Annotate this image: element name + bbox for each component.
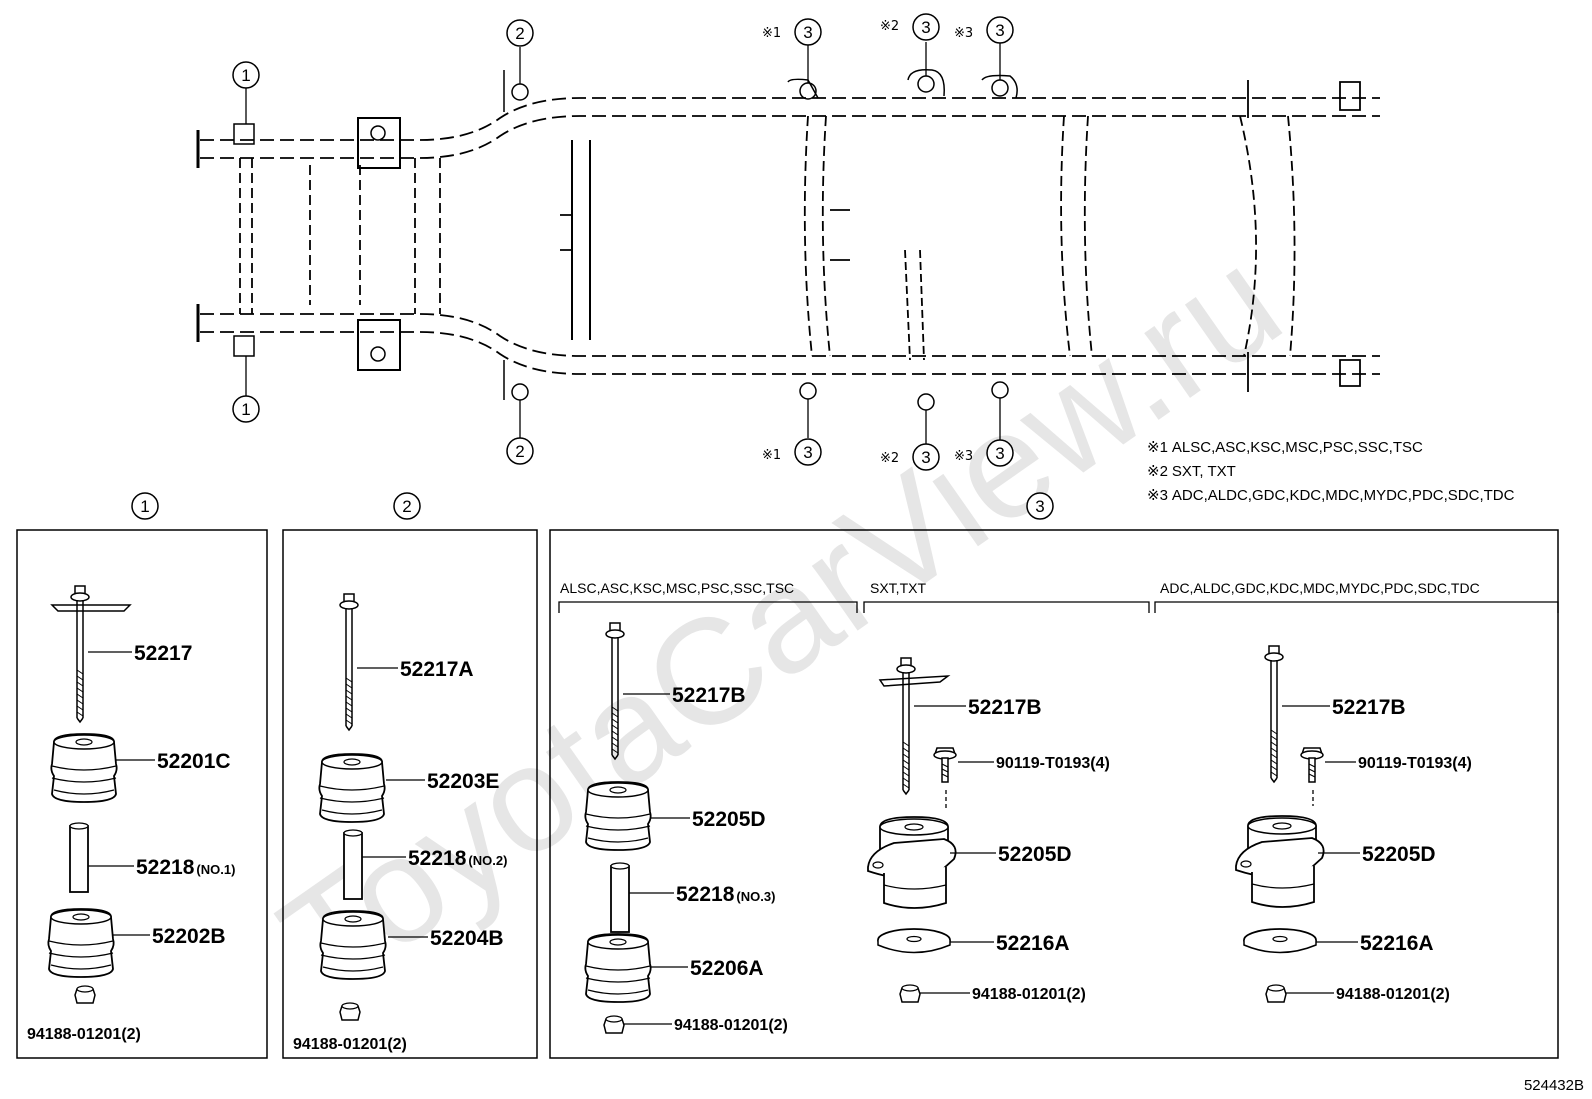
diagram-code: 524432B	[1524, 1077, 1584, 1094]
panel-3-group-b: 52217B 90119-T0193(4) 52205D 52216A 9418…	[867, 657, 1110, 1003]
panel-3-box	[549, 529, 1559, 1059]
legend-2-mark: ※2	[1147, 463, 1168, 480]
callout-3a-bottom-note: ※1	[762, 448, 781, 463]
sleeve-52218-no1	[69, 822, 89, 893]
bolt-52217B-c	[1264, 645, 1284, 783]
part-52217-label: 52217	[134, 642, 192, 665]
nut-94188-p2	[339, 1002, 361, 1021]
cushion-52205D-a	[584, 781, 652, 851]
callout-1-bottom	[232, 395, 260, 423]
part-52206A-label: 52206A	[690, 957, 764, 980]
bolt-52217A	[339, 593, 359, 731]
group-a-header: ALSC,ASC,KSC,MSC,PSC,SSC,TSC	[560, 580, 794, 596]
cushion-52202B	[47, 908, 115, 978]
bolt-90119-b	[933, 747, 957, 783]
part-94188-p1-label: 94188-01201(2)	[27, 1026, 141, 1043]
watermark: ToyotaCarView.ru	[252, 216, 1309, 1026]
washer-52216A-c	[1243, 928, 1317, 954]
callout-3a-bottom	[794, 438, 822, 466]
part-90119-c-label: 90119-T0193(4)	[1358, 755, 1472, 772]
cushion-52205D-c	[1235, 815, 1325, 908]
sleeve-52218-no2	[343, 829, 363, 900]
callout-3b-bottom-note: ※2	[880, 451, 899, 466]
callout-3a-top	[794, 18, 822, 46]
legend-3-text: ADC,ALDC,GDC,KDC,MDC,MYDC,PDC,SDC,TDC	[1172, 487, 1515, 504]
part-52205D-b-label: 52205D	[998, 843, 1072, 866]
part-52218-no1-label: 52218(NO.1)	[136, 856, 235, 879]
nut-94188-b	[899, 984, 921, 1003]
part-90119-b-label: 90119-T0193(4)	[996, 755, 1110, 772]
part-52202B-label: 52202B	[152, 925, 226, 948]
part-52201C-label: 52201C	[157, 750, 231, 773]
part-52204B-label: 52204B	[430, 927, 504, 950]
nut-94188-p1	[74, 985, 96, 1004]
part-94188-b-label: 94188-01201(2)	[972, 986, 1086, 1003]
cushion-52206A	[584, 933, 652, 1003]
frame-callouts: ※1 ※1 ※2 ※2 ※3 ※3	[232, 13, 1014, 471]
panel-1-callout	[131, 492, 159, 520]
callout-3c-bottom	[986, 439, 1014, 467]
part-94188-a-label: 94188-01201(2)	[674, 1017, 788, 1034]
part-94188-p2-label: 94188-01201(2)	[293, 1036, 407, 1053]
callout-3c-bottom-note: ※3	[954, 449, 973, 464]
part-52205D-a-label: 52205D	[692, 808, 766, 831]
callout-3b-bottom	[912, 443, 940, 471]
part-52217B-b-label: 52217B	[968, 696, 1042, 719]
part-52217B-c-label: 52217B	[1332, 696, 1406, 719]
bolt-90119-c	[1300, 747, 1324, 783]
part-52217A-label: 52217A	[400, 658, 474, 681]
callout-1-top	[232, 61, 260, 89]
panel-1: 52217 52201C 52218(NO.1) 52202B 94188-01…	[27, 585, 235, 1043]
cushion-52204B	[319, 910, 387, 980]
legend-1-mark: ※1	[1147, 439, 1168, 456]
panel-2-box	[282, 529, 538, 1059]
panel-3-group-a: 52217B 52205D 52218(NO.3) 52206A 94188-0…	[584, 622, 788, 1034]
callout-3b-top-note: ※2	[880, 19, 899, 34]
group-b-header: SXT,TXT	[870, 580, 926, 596]
legend-3-mark: ※3	[1147, 487, 1168, 504]
part-52203E-label: 52203E	[427, 770, 499, 793]
nut-94188-c	[1265, 984, 1287, 1003]
panel-3-group-c: 52217B 90119-T0193(4) 52205D 52216A 9418…	[1235, 645, 1472, 1003]
callout-3c-top	[986, 16, 1014, 44]
callout-3b-top	[912, 13, 940, 41]
part-52205D-c-label: 52205D	[1362, 843, 1436, 866]
callout-3c-top-note: ※3	[954, 26, 973, 41]
part-52218-no3-label: 52218(NO.3)	[676, 883, 775, 906]
frame-diagram	[196, 68, 1380, 411]
cushion-52205D-b	[867, 816, 957, 909]
cushion-52201C	[50, 733, 118, 803]
cushion-52203E	[318, 753, 386, 823]
panel-2: 52217A 52203E 52218(NO.2) 52204B 94188-0…	[293, 593, 507, 1053]
legend-1-text: ALSC,ASC,KSC,MSC,PSC,SSC,TSC	[1172, 439, 1423, 456]
part-52216A-b-label: 52216A	[996, 932, 1070, 955]
group-c-header: ADC,ALDC,GDC,KDC,MDC,MYDC,PDC,SDC,TDC	[1160, 580, 1480, 596]
panel-1-box	[16, 529, 268, 1059]
part-52216A-c-label: 52216A	[1360, 932, 1434, 955]
callout-2-top	[506, 19, 534, 47]
sleeve-52218-no3	[610, 862, 630, 933]
washer-52216A-b	[877, 928, 951, 954]
part-94188-c-label: 94188-01201(2)	[1336, 986, 1450, 1003]
part-52218-no2-label: 52218(NO.2)	[408, 847, 507, 870]
callout-3a-top-note: ※1	[762, 26, 781, 41]
panel-2-callout	[393, 492, 421, 520]
part-52217B-a-label: 52217B	[672, 684, 746, 707]
callout-2-bottom	[506, 437, 534, 465]
panel-3-callout	[1026, 492, 1054, 520]
legend-2-text: SXT, TXT	[1172, 463, 1236, 480]
nut-94188-a	[603, 1015, 625, 1034]
panel-3-group-headers: ALSC,ASC,KSC,MSC,PSC,SSC,TSC SXT,TXT ADC…	[558, 580, 1559, 613]
